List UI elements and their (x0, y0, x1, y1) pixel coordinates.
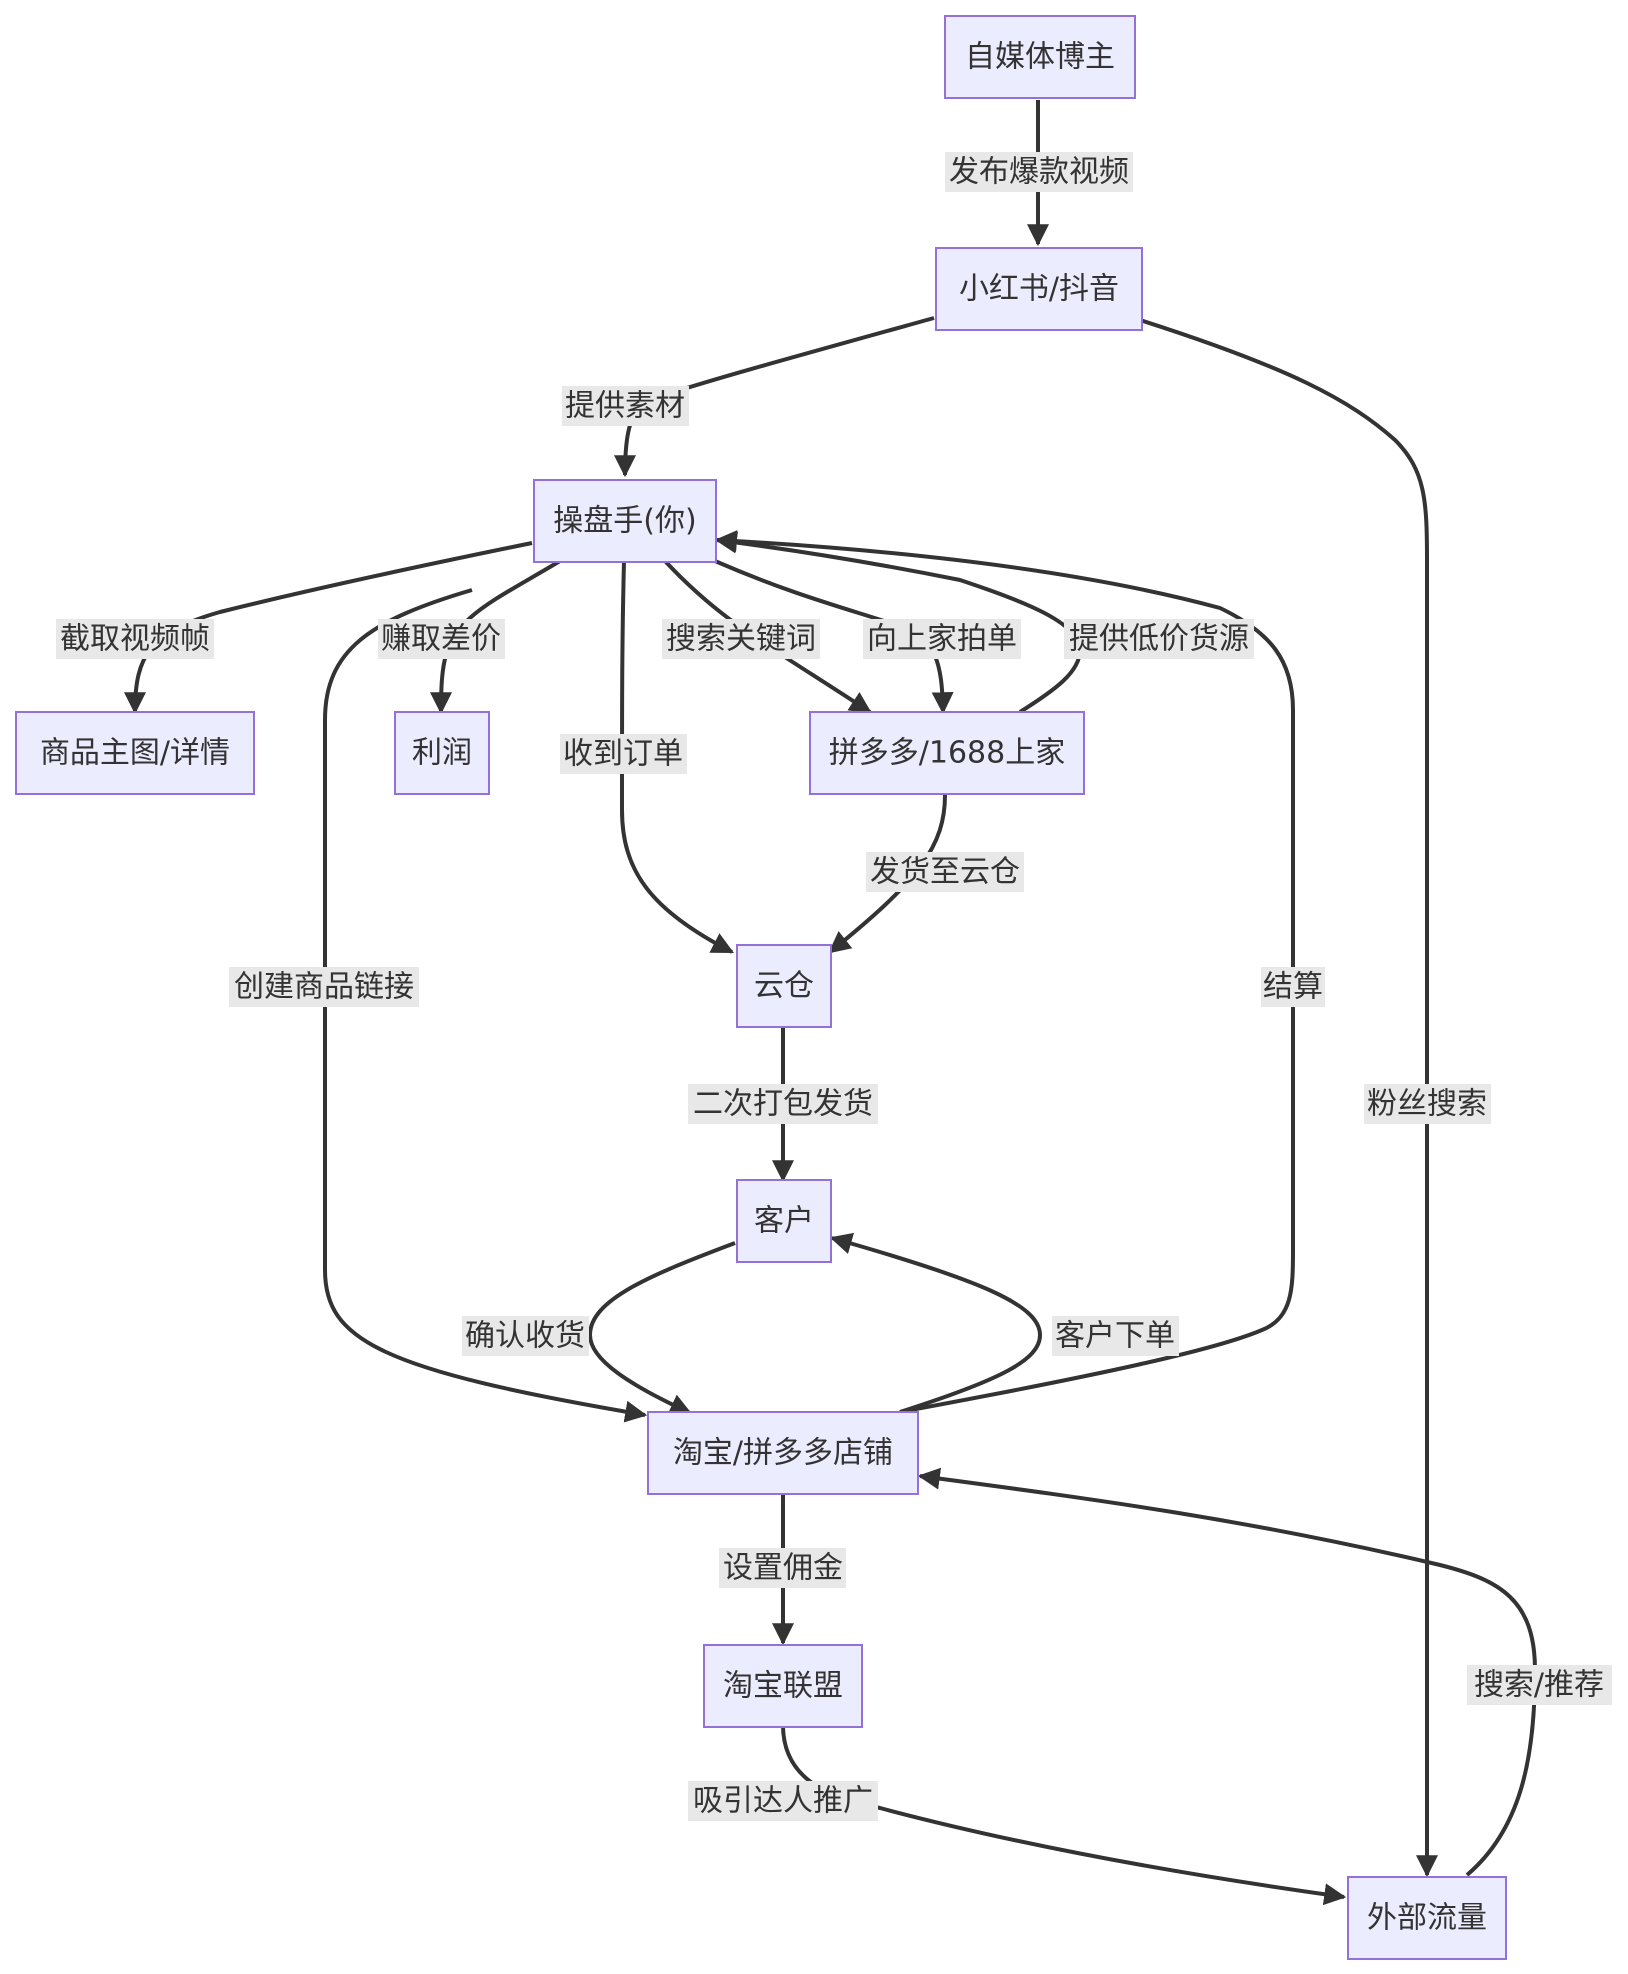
edge-label-search-recommend: 搜索/推荐 (1467, 1665, 1612, 1705)
svg-text:收到订单: 收到订单 (563, 737, 683, 772)
svg-text:创建商品链接: 创建商品链接 (234, 970, 414, 1005)
svg-text:向上家拍单: 向上家拍单 (867, 622, 1017, 657)
svg-text:确认收货: 确认收货 (465, 1319, 585, 1354)
svg-text:利润: 利润 (412, 736, 472, 771)
edge-label-customer-order: 客户下单 (1052, 1316, 1179, 1356)
svg-text:云仓: 云仓 (754, 969, 814, 1004)
edge-label-earn-margin: 赚取差价 (378, 619, 505, 659)
svg-text:提供低价货源: 提供低价货源 (1069, 622, 1249, 657)
edge-operator-to-images (124, 541, 533, 715)
svg-text:设置佣金: 设置佣金 (723, 1551, 843, 1586)
svg-text:客户下单: 客户下单 (1055, 1319, 1175, 1354)
edge-label-settlement: 结算 (1261, 967, 1325, 1007)
node-traffic: 外部流量 (1347, 1876, 1507, 1960)
node-blogger: 自媒体博主 (944, 15, 1136, 99)
edge-label-fan-search: 粉丝搜索 (1364, 1084, 1491, 1124)
svg-text:拼多多/1688上家: 拼多多/1688上家 (829, 736, 1065, 771)
edge-social-to-traffic (1139, 318, 1438, 1878)
edge-label-create-link: 创建商品链接 (229, 967, 419, 1007)
svg-text:淘宝/拼多多店铺: 淘宝/拼多多店铺 (673, 1436, 893, 1471)
edge-operator-to-warehouse (619, 560, 734, 954)
svg-text:客户: 客户 (754, 1204, 814, 1239)
edge-alliance-to-traffic (781, 1724, 1347, 1906)
node-operator: 操盘手(你) (533, 479, 717, 563)
edge-label-low-price-source: 提供低价货源 (1064, 619, 1254, 659)
svg-text:淘宝联盟: 淘宝联盟 (723, 1669, 843, 1704)
svg-text:小红书/抖音: 小红书/抖音 (959, 272, 1119, 307)
node-social: 小红书/抖音 (935, 247, 1143, 331)
edge-store-to-customer (829, 1232, 1043, 1414)
node-warehouse: 云仓 (736, 944, 832, 1028)
svg-text:外部流量: 外部流量 (1367, 1901, 1487, 1936)
node-supplier: 拼多多/1688上家 (809, 711, 1085, 795)
svg-text:二次打包发货: 二次打包发货 (693, 1087, 873, 1122)
edge-label-confirm-receipt: 确认收货 (462, 1316, 589, 1356)
edge-traffic-to-store (917, 1467, 1538, 1877)
svg-text:赚取差价: 赚取差价 (381, 622, 501, 657)
edge-operator-to-profit (430, 559, 562, 715)
edge-label-order-upstream: 向上家拍单 (863, 619, 1021, 659)
edge-store-to-operator (714, 530, 1295, 1414)
node-alliance: 淘宝联盟 (703, 1644, 863, 1728)
edge-supplier-to-operator (714, 531, 1083, 714)
edge-label-receive-order: 收到订单 (560, 734, 687, 774)
edge-labels: 发布爆款视频 提供素材 粉丝搜索 截取视频帧 赚取差价 创建商品链接 收到订单 (56, 152, 1612, 1821)
svg-text:搜索/推荐: 搜索/推荐 (1474, 1668, 1604, 1703)
edge-label-set-commission: 设置佣金 (719, 1548, 846, 1588)
svg-text:粉丝搜索: 粉丝搜索 (1367, 1087, 1487, 1122)
svg-text:自媒体博主: 自媒体博主 (965, 40, 1115, 75)
edge-label-repack-ship: 二次打包发货 (688, 1084, 878, 1124)
svg-text:发布爆款视频: 发布爆款视频 (949, 155, 1129, 190)
edge-label-attract-promoters: 吸引达人推广 (688, 1781, 878, 1821)
edge-label-capture-frames: 截取视频帧 (56, 619, 214, 659)
edge-customer-to-store (587, 1241, 736, 1415)
svg-text:结算: 结算 (1263, 970, 1323, 1005)
svg-text:吸引达人推广: 吸引达人推广 (693, 1784, 873, 1819)
node-customer: 客户 (736, 1179, 832, 1263)
node-profit: 利润 (394, 711, 490, 795)
svg-text:提供素材: 提供素材 (565, 389, 685, 424)
svg-text:操盘手(你): 操盘手(你) (553, 504, 696, 539)
svg-text:商品主图/详情: 商品主图/详情 (40, 736, 230, 771)
edge-label-ship-to-warehouse: 发货至云仓 (866, 852, 1024, 892)
edge-label-provide-material: 提供素材 (562, 386, 689, 426)
node-store: 淘宝/拼多多店铺 (647, 1411, 919, 1495)
svg-text:搜索关键词: 搜索关键词 (666, 622, 816, 657)
edge-label-publish-video: 发布爆款视频 (945, 152, 1133, 192)
edge-label-search-keyword: 搜索关键词 (662, 619, 820, 659)
svg-text:截取视频帧: 截取视频帧 (60, 622, 210, 657)
svg-text:发货至云仓: 发货至云仓 (870, 855, 1020, 890)
nodes: 自媒体博主 小红书/抖音 操盘手(你) 商品主图/详情 利润 拼多多/1688上… (15, 15, 1507, 1960)
node-images: 商品主图/详情 (15, 711, 255, 795)
